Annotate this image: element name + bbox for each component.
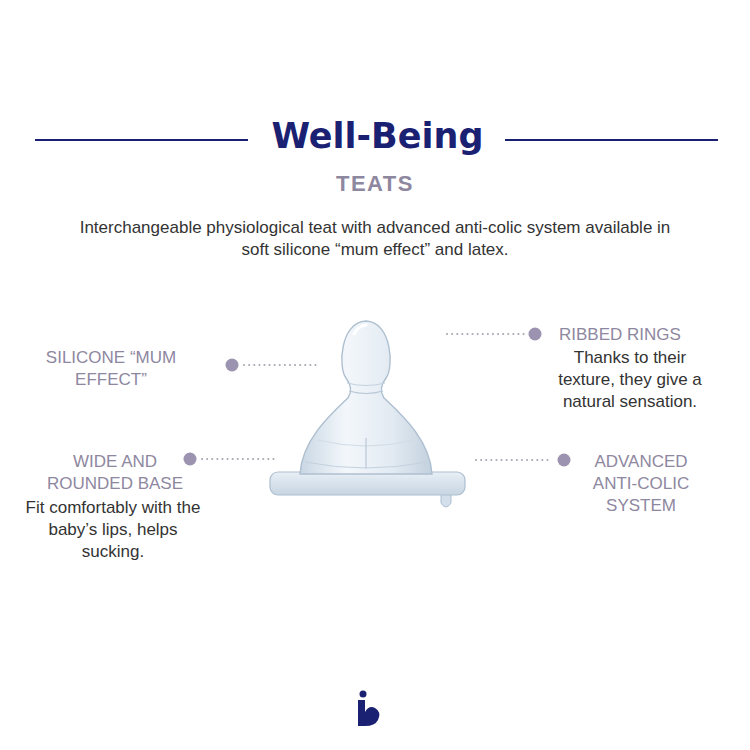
teat-illustration [270,321,465,507]
callout-text: Thanks to their texture, they give a nat… [544,347,716,413]
callout-label: RIBBED RINGS [559,324,729,346]
description: Interchangeable physiological teat with … [70,217,680,261]
subtitle: TEATS [175,171,575,197]
callout-dots [184,328,571,467]
title-rule [505,139,718,141]
brand-logo [358,691,379,727]
callout-leaders [202,334,552,460]
title-rule [35,139,248,141]
callout-label: ADVANCED ANTI-COLIC SYSTEM [578,451,704,517]
callout-label: WIDE AND ROUNDED BASE [40,451,190,495]
callout-label: SILICONE “MUM EFFECT” [44,347,178,391]
page-title: Well-Being [255,114,500,158]
callout-text: Fit comfortably with the baby’s lips, he… [18,497,208,563]
